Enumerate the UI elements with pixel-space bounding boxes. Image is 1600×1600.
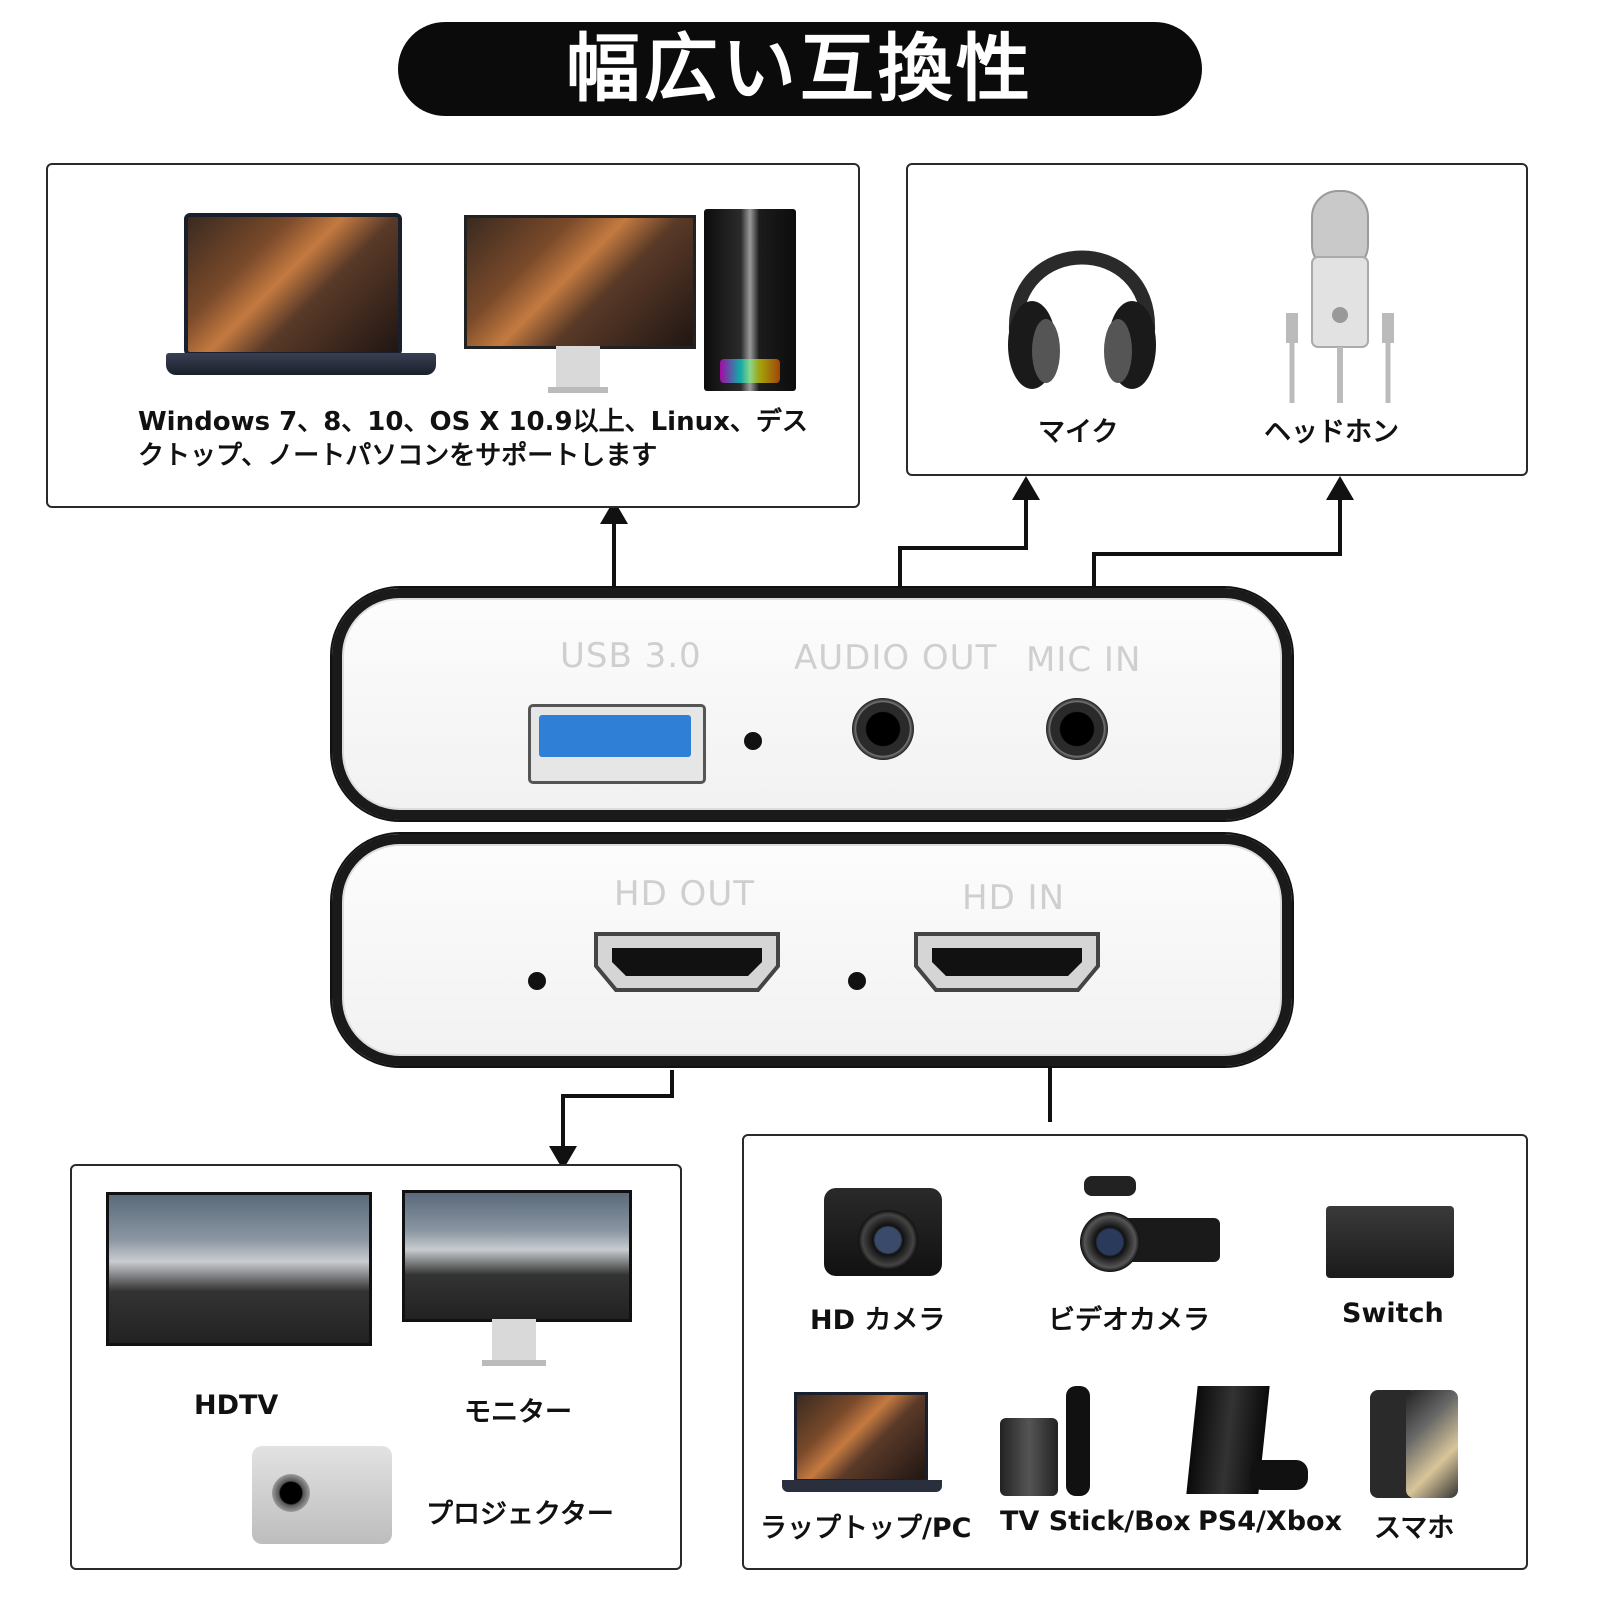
mic-in-label: MIC IN [1026,640,1142,680]
smartphone-label: スマホ [1374,1513,1455,1544]
desktop-tower-icon [704,209,796,391]
hdtv-icon [106,1192,372,1346]
page-title: 幅広い互換性 [566,26,1034,112]
video-camera-label: ビデオカメラ [1048,1305,1210,1336]
game-console-icon [1182,1386,1308,1498]
hd-in-label: HD IN [962,878,1066,918]
led-middle [848,972,866,990]
switch-icon [1326,1206,1454,1278]
input-box: HD カメラ ビデオカメラ Switch ラップトップ/PC TV Stick/… [742,1134,1528,1570]
laptop-pc-label: ラップトップ/PC [760,1513,972,1544]
usb-port [528,704,706,784]
tv-stick-icon [1000,1386,1092,1496]
headphones-icon [1002,193,1162,399]
mic-in-jack [1046,698,1108,760]
led-left [528,972,546,990]
hd-out-label: HD OUT [614,874,755,914]
usb-port-label: USB 3.0 [560,636,702,676]
status-led [744,732,762,750]
camera-icon [824,1188,942,1276]
monitor-output-icon [402,1190,632,1370]
ps4-xbox-label: PS4/Xbox [1198,1506,1342,1537]
title-banner: 幅広い互換性 [398,22,1202,116]
laptop-input-icon [782,1392,944,1496]
monitor-icon [464,215,696,397]
os-support-text: Windows 7、8、10、OS X 10.9以上、Linux、デス クトップ… [138,407,808,471]
headphones-label: ヘッドホン [1264,417,1399,448]
mic-label: マイク [1038,417,1119,448]
monitor-label: モニター [464,1397,572,1428]
switch-label: Switch [1342,1298,1444,1329]
tv-stick-label: TV Stick/Box [1000,1506,1191,1537]
microphone-icon [1278,185,1402,407]
audio-out-jack [852,698,914,760]
smartphone-icon [1370,1390,1460,1498]
audio-out-label: AUDIO OUT [794,638,998,678]
projector-label: プロジェクター [426,1499,614,1530]
projector-icon [252,1446,392,1544]
output-box: HDTV モニター プロジェクター [70,1164,682,1570]
hdtv-label: HDTV [194,1390,279,1421]
capture-device-top: USB 3.0 AUDIO OUT MIC IN [330,586,1294,822]
hd-camera-label: HD カメラ [810,1305,946,1336]
pc-compatibility-box: Windows 7、8、10、OS X 10.9以上、Linux、デス クトップ… [46,163,860,508]
hdmi-in-port [912,930,1102,994]
audio-box: マイク ヘッドホン [906,163,1528,476]
hdmi-out-port [592,930,782,994]
laptop-icon [166,213,442,389]
capture-device-bottom: HD OUT HD IN [330,832,1294,1068]
video-camera-icon [1080,1176,1224,1280]
